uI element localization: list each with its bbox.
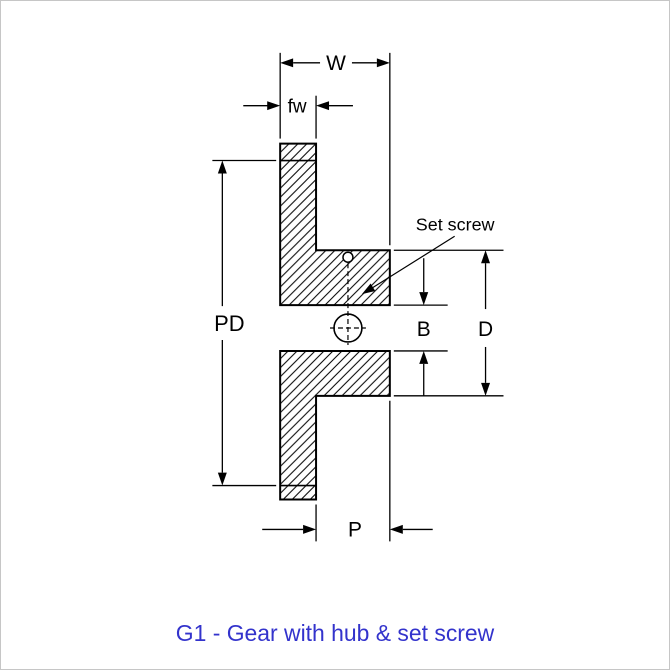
arrowhead	[376, 58, 390, 68]
dimension-overall-width	[279, 52, 391, 246]
dimension-face-width	[243, 95, 353, 139]
set-screw-label: Set screw	[416, 214, 495, 234]
arrowhead	[361, 283, 376, 295]
hub-diameter-label: D	[478, 318, 493, 341]
leader-line	[371, 235, 455, 289]
pitch-diameter-label: PD	[214, 311, 244, 336]
gear-body-upper	[279, 142, 391, 307]
arrowhead	[419, 292, 429, 306]
arrowhead	[419, 350, 429, 364]
set-screw-hole-circle	[342, 251, 354, 263]
arrowhead	[316, 101, 330, 111]
arrowhead	[267, 101, 281, 111]
dimension-bore	[393, 258, 448, 396]
hub-projection-label: P	[348, 518, 362, 541]
arrowhead	[217, 472, 227, 486]
diagram-caption: G1 - Gear with hub & set screw	[176, 620, 495, 646]
dimension-hub-projection	[262, 400, 433, 542]
arrowhead	[481, 382, 491, 396]
bore-label: B	[417, 318, 431, 341]
set-screw-callout	[361, 235, 455, 295]
dimension-pitch-diameter	[212, 159, 277, 487]
gear-body-lower	[279, 349, 391, 501]
gear-cross-section	[279, 142, 391, 501]
dimension-hub-diameter	[393, 249, 504, 397]
arrowhead	[280, 58, 294, 68]
arrowhead	[303, 524, 317, 534]
arrowhead	[481, 250, 491, 264]
arrowhead	[389, 524, 403, 534]
face-width-label: fw	[288, 97, 307, 118]
arrowhead	[217, 160, 227, 174]
overall-width-label: W	[326, 52, 346, 75]
